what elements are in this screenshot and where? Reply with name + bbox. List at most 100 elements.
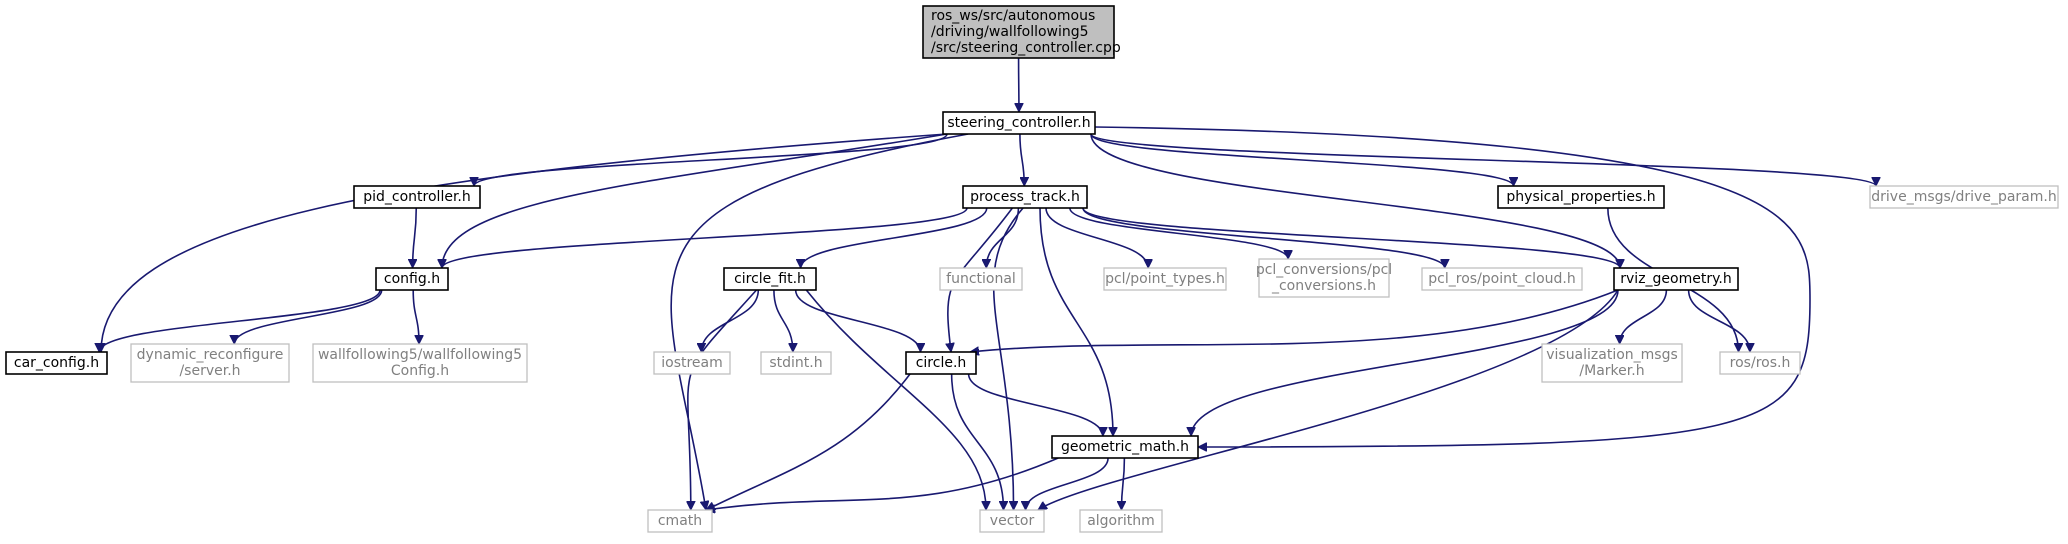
node-pcl-point-types-h: pcl/point_types.h (1103, 267, 1227, 291)
edge-geometric-math-h-to-cmath (706, 457, 1059, 510)
node-algorithm: algorithm (1079, 509, 1163, 533)
node-label: algorithm (1087, 513, 1155, 529)
node-label: pcl/point_types.h (1105, 271, 1225, 287)
node-pcl-conversions-h: pcl_conversions/pcl_conversions.h (1256, 258, 1392, 298)
node-dynamic-reconfigure-server-h: dynamic_reconfigure/server.h (130, 343, 290, 383)
node-box (1497, 185, 1665, 209)
node-label: dynamic_reconfigure (137, 347, 284, 363)
node-label: functional (946, 271, 1016, 287)
node-label: rviz_geometry.h (1620, 271, 1731, 287)
edge-process-track-h-to-rviz-geometry-h (1082, 207, 1620, 269)
node-box (130, 343, 290, 383)
node-label: /src/steering_controller.cpp (931, 40, 1121, 56)
file-nodes: ros_ws/src/autonomous/driving/wallfollow… (5, 5, 2059, 533)
node-circle-fit-h[interactable]: circle_fit.h (723, 267, 817, 291)
node-label: Config.h (391, 363, 449, 379)
edge-process-track-h-to-pcl-ros-point-cloud-h (1082, 207, 1445, 269)
edge-process-track-h-to-vector (992, 207, 1024, 510)
node-box (312, 343, 528, 383)
edge-rviz-geometry-h-to-geometric-math-h (1191, 289, 1619, 436)
node-box (653, 351, 731, 375)
node-visualization-msgs-marker-h: visualization_msgs/Marker.h (1541, 343, 1683, 383)
node-label: circle_fit.h (734, 271, 806, 287)
node-box (723, 267, 817, 291)
node-process-track-h[interactable]: process_track.h (962, 185, 1088, 209)
edge-circle-fit-h-to-iostream (701, 289, 760, 353)
edge-rviz-geometry-h-to-visualization-msgs-marker-h (1620, 289, 1668, 345)
node-label: ros/ros.h (1730, 355, 1791, 371)
node-label: pcl_ros/point_cloud.h (1428, 271, 1575, 287)
node-label: ros_ws/src/autonomous (931, 8, 1095, 24)
node-box (1051, 435, 1199, 459)
node-cmath: cmath (647, 509, 713, 533)
node-label: visualization_msgs (1546, 347, 1678, 363)
edge-process-track-h-to-geometric-math-h (1039, 207, 1113, 436)
edge-process-track-h-to-pcl-point-types-h (1045, 207, 1148, 269)
edge-process-track-h-to-config-h (442, 207, 968, 269)
node-box (1258, 258, 1390, 298)
edge-process-track-h-to-pcl-conversions-h (1069, 207, 1288, 260)
node-ros-ros-h: ros/ros.h (1719, 351, 1801, 375)
node-box (922, 5, 1115, 59)
node-box (1613, 267, 1739, 291)
edge-rviz-geometry-h-to-circle-h (970, 289, 1619, 352)
node-iostream: iostream (653, 351, 731, 375)
node-label: pid_controller.h (363, 189, 471, 205)
node-box (760, 351, 832, 375)
node-label: /driving/wallfollowing5 (931, 24, 1089, 40)
edge-steering-controller-h-to-cmath (670, 133, 969, 510)
edge-circle-h-to-vector (950, 373, 1004, 510)
edge-circle-fit-h-to-circle-h (794, 289, 921, 353)
node-box (905, 351, 977, 375)
node-drive-param-h: drive_msgs/drive_param.h (1869, 185, 2059, 209)
node-label: circle.h (916, 355, 967, 371)
node-label: _conversions.h (1271, 278, 1376, 294)
node-box (942, 111, 1096, 135)
edge-process-track-h-to-circle-fit-h (801, 207, 988, 269)
node-box (1719, 351, 1801, 375)
edge-process-track-h-to-functional (986, 207, 1020, 268)
node-label: process_track.h (970, 189, 1080, 205)
node-vector: vector (979, 509, 1045, 533)
node-box (1079, 509, 1163, 533)
node-box (1541, 343, 1683, 383)
edge-steering-controller-h-to-rviz-geometry-h (1090, 133, 1620, 269)
edge-geometric-math-h-to-vector (1026, 457, 1109, 511)
edge-steering-controller-h-to-car-config-h (101, 133, 948, 352)
node-box (353, 185, 481, 209)
node-box (647, 509, 713, 533)
node-root[interactable]: ros_ws/src/autonomous/driving/wallfollow… (922, 5, 1121, 59)
edge-config-h-to-car-config-h (99, 289, 381, 353)
node-geometric-math-h[interactable]: geometric_math.h (1051, 435, 1199, 459)
node-car-config-h[interactable]: car_config.h (5, 351, 108, 375)
edge-rviz-geometry-h-to-vector (1038, 289, 1619, 511)
node-rviz-geometry-h[interactable]: rviz_geometry.h (1613, 267, 1739, 291)
node-box (1103, 267, 1227, 291)
edge-circle-fit-h-to-vector (805, 289, 986, 510)
node-circle-h[interactable]: circle.h (905, 351, 977, 375)
edge-steering-controller-h-to-pid-controller-h (474, 133, 948, 187)
node-label: /server.h (179, 363, 240, 379)
node-label: vector (990, 513, 1035, 529)
node-steering-controller-h[interactable]: steering_controller.h (942, 111, 1096, 135)
node-label: stdint.h (769, 355, 822, 371)
node-functional: functional (939, 267, 1023, 291)
dependency-edges (99, 57, 1876, 511)
node-physical-properties-h[interactable]: physical_properties.h (1497, 185, 1665, 209)
node-label: wallfollowing5/wallfollowing5 (318, 347, 522, 363)
edge-steering-controller-h-to-process-track-h (1019, 133, 1024, 186)
edge-circle-fit-h-to-cmath (688, 289, 758, 510)
edge-circle-fit-h-to-stdint-h (773, 289, 793, 352)
node-label: config.h (384, 271, 440, 287)
edge-rviz-geometry-h-to-ros-ros-h (1687, 289, 1750, 353)
node-label: physical_properties.h (1506, 189, 1655, 205)
node-box (962, 185, 1088, 209)
node-config-h[interactable]: config.h (375, 267, 449, 291)
node-box (939, 267, 1023, 291)
node-pid-controller-h[interactable]: pid_controller.h (353, 185, 481, 209)
node-pcl-ros-point-cloud-h: pcl_ros/point_cloud.h (1421, 267, 1583, 291)
node-label: car_config.h (14, 355, 99, 371)
edge-pid-controller-h-to-config-h (413, 207, 417, 268)
